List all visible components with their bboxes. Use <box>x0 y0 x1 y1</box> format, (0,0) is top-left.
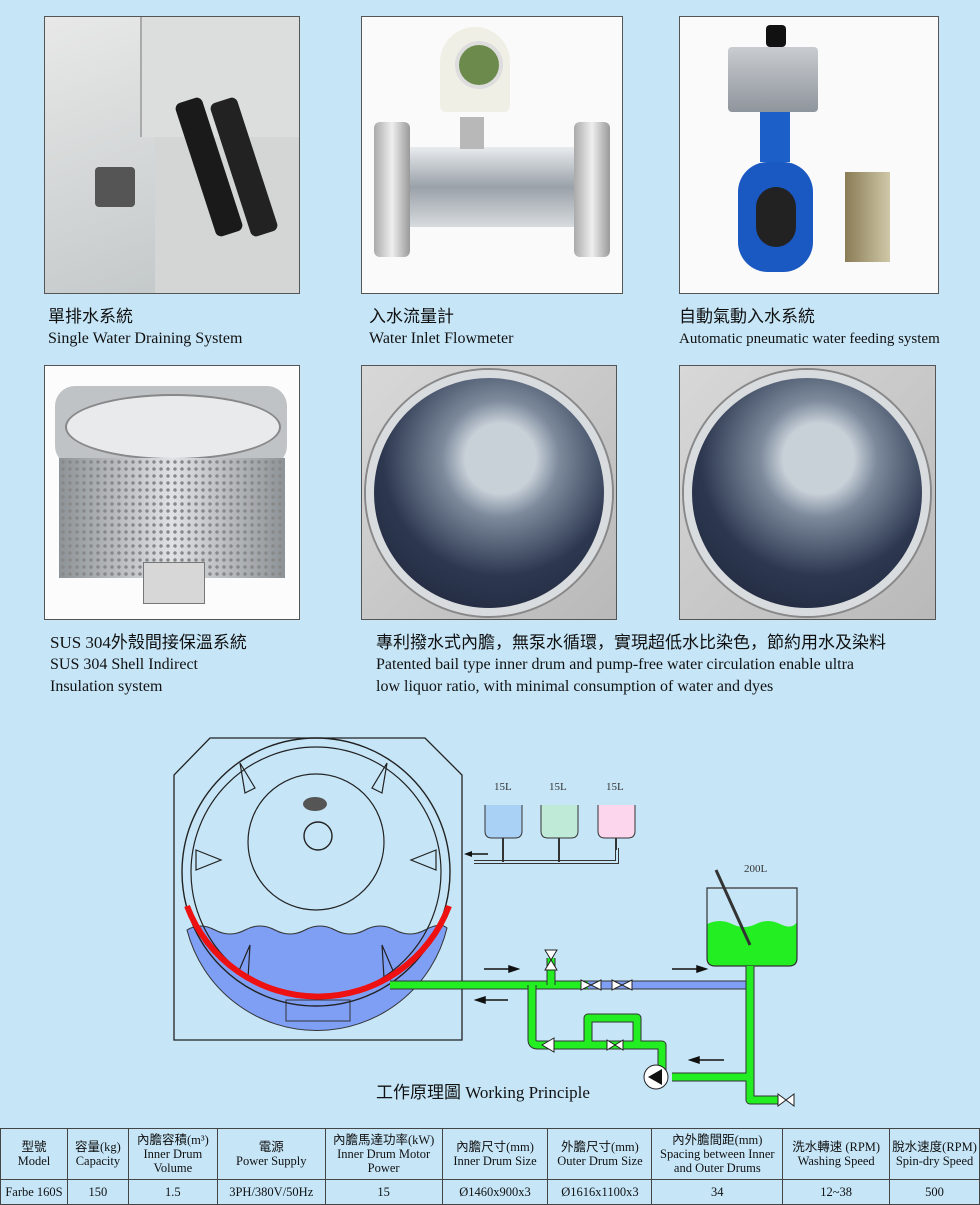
caption-draining: 單排水系統 Single Water Draining System <box>48 306 242 350</box>
caption-en: Automatic pneumatic water feeding system <box>679 331 940 347</box>
agitator <box>714 869 752 946</box>
caption-en: Patented bail type inner drum and pump-f… <box>376 656 855 673</box>
caption-flowmeter: 入水流量計 Water Inlet Flowmeter <box>369 306 513 350</box>
caption-en: SUS 304 Shell Indirect <box>50 656 198 673</box>
cell: Ø1616x1100x3 <box>547 1179 653 1205</box>
photo-drum-water-2 <box>679 365 936 620</box>
cell: 500 <box>889 1179 980 1205</box>
cell: 15 <box>324 1179 443 1205</box>
door-handle <box>303 797 327 811</box>
table-row: Farbe 160S 150 1.5 3PH/380V/50Hz 15 Ø146… <box>0 1179 980 1205</box>
door-hinge <box>303 821 333 851</box>
main-tank-liquid <box>707 921 797 966</box>
cell: Farbe 160S <box>0 1179 68 1205</box>
machine-housing <box>173 737 463 1041</box>
photo-flowmeter <box>361 16 623 294</box>
caption-zh: 專利撥水式內膽，無泵水循環，實現超低水比染色，節約用水及染料 <box>376 633 886 652</box>
caption-en: Insulation system <box>50 678 163 695</box>
col-washing-speed: 洗水轉速 (RPM)Washing Speed <box>782 1128 891 1180</box>
col-spin-speed: 脫水速度(RPM)Spin-dry Speed <box>889 1128 980 1180</box>
cell: 1.5 <box>127 1179 218 1205</box>
diagram-title: 工作原理圖 Working Principle <box>376 1083 590 1102</box>
cell: 12~38 <box>782 1179 891 1205</box>
cell: 150 <box>66 1179 129 1205</box>
working-principle-diagram: 15L 15L 15L 200L 工作原理圖 Working Principle <box>173 737 798 1107</box>
main-tank-label: 200L <box>744 863 768 875</box>
caption-en: low liquor ratio, with minimal consumpti… <box>376 678 774 695</box>
small-tank-label: 15L <box>494 781 512 793</box>
photo-pneumatic-valve <box>679 16 939 294</box>
caption-en: Single Water Draining System <box>48 330 243 347</box>
photo-sus304-shell <box>44 365 300 620</box>
col-outer-size: 外膽尺寸(mm)Outer Drum Size <box>547 1128 653 1180</box>
heater-jacket <box>184 904 452 1000</box>
caption-zh: 自動氣動入水系統 <box>679 307 815 326</box>
col-motor-power: 內膽馬達功率(kW)Inner Drum Motor Power <box>324 1128 443 1180</box>
outer-drum <box>181 737 451 1007</box>
flow-arrows <box>473 964 724 1065</box>
main-tank <box>706 887 798 967</box>
photo-drum-water-1 <box>361 365 617 620</box>
col-inner-size: 內膽尺寸(mm)Inner Drum Size <box>441 1128 549 1180</box>
small-tank-label: 15L <box>549 781 567 793</box>
drum-door <box>247 773 385 911</box>
caption-zh: SUS 304外殼間接保溫系統 <box>50 633 247 652</box>
photo-draining-system <box>44 16 300 294</box>
cell: 3PH/380V/50Hz <box>216 1179 326 1205</box>
caption-patented-drum: 專利撥水式內膽，無泵水循環，實現超低水比染色，節約用水及染料 Patented b… <box>376 632 886 698</box>
small-tanks <box>464 805 636 864</box>
caption-zh: 單排水系統 <box>48 307 133 326</box>
cell: Ø1460x900x3 <box>441 1179 549 1205</box>
col-inner-volume: 內膽容積(m³)Inner Drum Volume <box>127 1128 218 1180</box>
caption-pneumatic: 自動氣動入水系統 Automatic pneumatic water feedin… <box>679 306 940 350</box>
caption-zh: 入水流量計 <box>369 307 454 326</box>
caption-en: Water Inlet Flowmeter <box>369 330 514 347</box>
cell: 34 <box>651 1179 784 1205</box>
valve-icons <box>541 949 795 1107</box>
small-tank-label: 15L <box>606 781 624 793</box>
col-capacity: 容量(kg)Capacity <box>66 1128 129 1180</box>
col-spacing: 內外膽間距(mm)Spacing between Inner and Outer… <box>651 1128 784 1180</box>
